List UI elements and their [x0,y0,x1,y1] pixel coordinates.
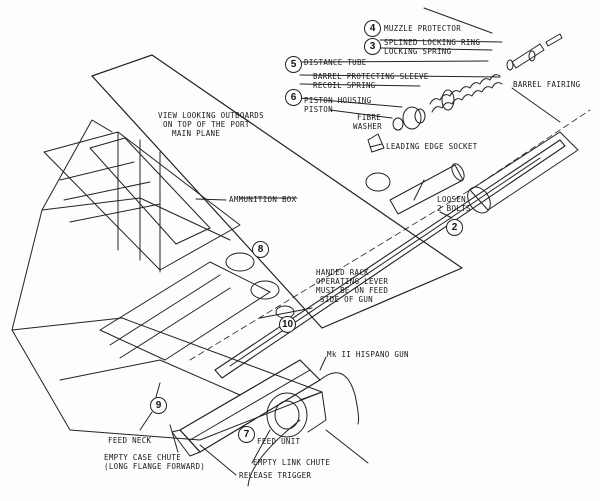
cable [319,372,360,425]
barrel [214,139,566,379]
label-loosen: LOOSEN [437,195,466,204]
label-leading-edge-socket: LEADING EDGE SOCKET [386,142,478,151]
label-barrel-protecting-sleeve: BARREL PROTECTING SLEEVE [313,72,429,81]
label-barrel-fairing: BARREL FAIRING [513,80,581,89]
label-splined-locking-ring: SPLINED LOCKING RING [384,38,481,47]
wing-top-surface [91,54,463,329]
label-release-trigger: RELEASE TRIGGER [239,471,312,480]
callout-6: 6 [285,89,302,106]
label-empty-case-chute-2: (LONG FLANGE FORWARD) [104,462,206,471]
callout-9: 9 [150,397,167,414]
label-handed-rack-1: HANDED RACK [316,268,369,277]
wing-inner-box-2 [89,137,211,245]
callout-2: 2 [446,219,463,236]
callout-7: 7 [238,426,255,443]
label-handed-rack-4: SIDE OF GUN [320,295,373,304]
wing-lower-frame [11,317,323,441]
callout-10: 10 [279,316,296,333]
wing-rib-a [11,119,113,331]
label-view-line-1: VIEW LOOKING OUTBOARDS [158,111,264,120]
callout-4: 4 [364,20,381,37]
label-muzzle-protector: MUZZLE PROTECTOR [384,24,462,33]
label-view-line-2: ON TOP OF THE PORT [163,120,250,129]
label-ammunition-box: AMMUNITION BOX [229,195,297,204]
label-washer: WASHER [353,122,382,131]
piston-housing [402,106,422,130]
label-handed-rack-3: MUST BE ON FEED [316,286,389,295]
wing-rib-c [59,359,241,396]
label-recoil-spring: RECOIL SPRING [313,81,376,90]
label-fibre: FIBRE [357,113,382,122]
callout-8: 8 [252,241,269,258]
label-piston: PISTON [304,105,333,114]
label-feed-unit: FEED UNIT [257,437,301,446]
ammo-box [99,261,271,361]
label-empty-case-chute-1: EMPTY CASE CHUTE [104,453,182,462]
label-view-line-3: MAIN PLANE [172,129,221,138]
gun-axis [189,109,591,361]
label-feed-neck: FEED NECK [108,436,152,445]
label-handed-rack-2: OPERATING LEVER [316,277,389,286]
wing-inner-box [43,131,241,271]
label-2-bolts: 2 BOLTS [437,204,471,213]
barrel-fairing [469,131,579,211]
callout-3: 3 [364,38,381,55]
label-hispano-gun: Mk II HISPANO GUN [327,350,409,359]
label-locking-spring: LOCKING SPRING [384,47,452,56]
feed-unit-drum [266,392,308,438]
recoil-spring [429,74,501,105]
label-empty-link-chute: EMPTY LINK CHUTE [253,458,331,467]
callout-5: 5 [285,56,302,73]
label-piston-housing: PISTON HOUSING [304,96,372,105]
distance-tube [511,43,545,69]
label-distance-tube: DISTANCE TUBE [304,58,367,67]
